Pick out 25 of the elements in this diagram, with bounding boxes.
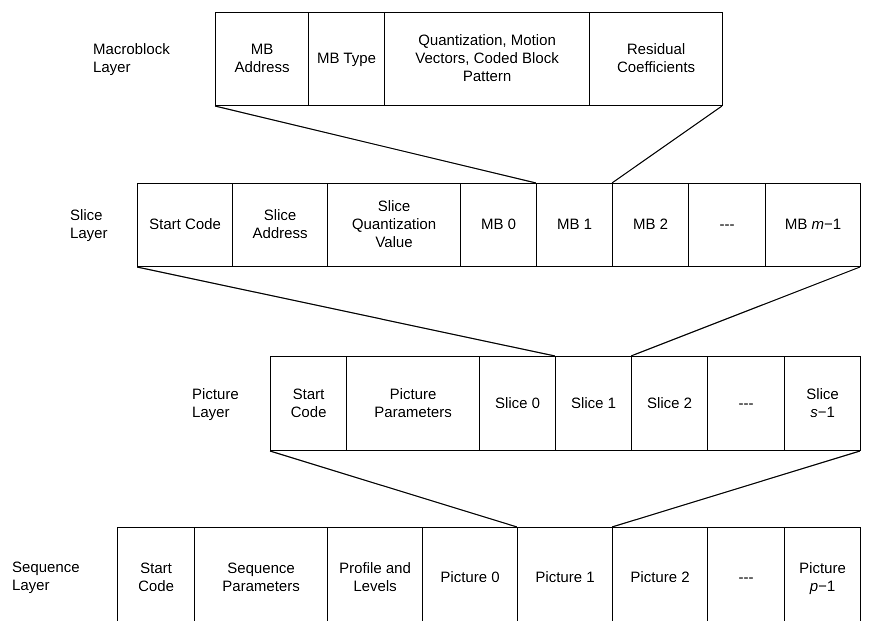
field-cell: Picture Parameters — [346, 356, 480, 451]
field-cell: Slice s−1 — [784, 356, 861, 451]
field-cell: --- — [688, 183, 766, 267]
field-cell: MB Address — [215, 12, 309, 106]
field-cell: MB m−1 — [765, 183, 861, 267]
field-cell: Slice 2 — [631, 356, 708, 451]
field-cell: --- — [707, 356, 785, 451]
layer-label: Slice Layer — [70, 207, 109, 243]
field-cell: Start Code — [137, 183, 233, 267]
field-cell: Slice 0 — [479, 356, 556, 451]
field-cell: Slice Address — [232, 183, 328, 267]
layer-label: Sequence Layer — [12, 559, 81, 595]
field-cell: Start Code — [117, 527, 195, 621]
field-cell: MB 0 — [460, 183, 537, 267]
field-cell: Start Code — [270, 356, 347, 451]
layer-label: Picture Layer — [192, 386, 240, 422]
field-cell: Slice Quantization Value — [327, 183, 461, 267]
layer-label: Macroblock Layer — [93, 41, 171, 77]
field-cell: MB Type — [308, 12, 385, 106]
field-cell: MB 1 — [536, 183, 613, 267]
field-cell: Residual Coefficients — [589, 12, 723, 106]
field-cell: MB 2 — [612, 183, 689, 267]
field-cell: Slice 1 — [555, 356, 632, 451]
field-cell: Quantization, Motion Vectors, Coded Block Pattern — [384, 12, 590, 106]
field-cell: Picture p−1 — [784, 527, 861, 621]
